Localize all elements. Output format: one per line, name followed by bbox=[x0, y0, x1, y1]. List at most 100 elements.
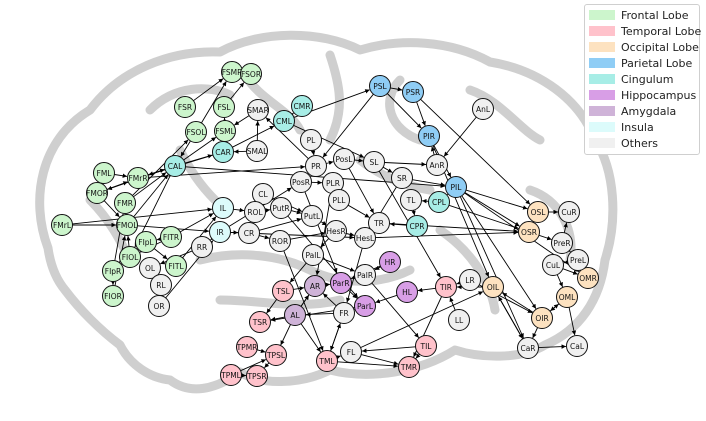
node-circle bbox=[116, 214, 138, 236]
edge-CPL-OSR bbox=[448, 204, 519, 230]
edge-ROR-HesR bbox=[290, 231, 326, 240]
edge-FR-TML bbox=[330, 322, 341, 351]
node-IL: IL bbox=[212, 197, 234, 219]
node-label: FMOL bbox=[117, 221, 139, 230]
edge-CaR-OIL bbox=[498, 296, 524, 340]
legend-item: Cingulum bbox=[589, 71, 695, 87]
edge-FIOL-FMOL bbox=[126, 235, 131, 247]
node-circle bbox=[300, 129, 322, 151]
node-label: TIR bbox=[439, 283, 452, 292]
node-FMOL: FMOL bbox=[116, 214, 139, 236]
node-label: CAL bbox=[168, 162, 183, 171]
node-PosR: PosR bbox=[290, 171, 312, 193]
edge-TIL-TMR bbox=[415, 353, 421, 359]
node-label: FITR bbox=[163, 233, 179, 242]
edge-PR-PosL bbox=[326, 160, 334, 165]
node-PL: PL bbox=[300, 129, 322, 151]
node-circle bbox=[354, 227, 376, 249]
legend-swatch bbox=[589, 42, 615, 52]
node-circle bbox=[301, 205, 323, 227]
node-FMOR: FMOR bbox=[86, 182, 108, 204]
node-PSL: PSL bbox=[369, 75, 391, 97]
node-circle bbox=[135, 231, 157, 253]
node-label: TPMR bbox=[236, 343, 258, 352]
edge-PIL-OIR bbox=[461, 195, 537, 310]
edge-PL-PR bbox=[310, 150, 316, 156]
node-label: OMR bbox=[579, 274, 597, 283]
node-ParR: ParR bbox=[330, 272, 352, 294]
node-FSL: FSL bbox=[213, 96, 235, 118]
node-AnL: AnL bbox=[472, 98, 494, 120]
node-label: PSR bbox=[406, 88, 421, 97]
node-circle bbox=[265, 344, 287, 366]
node-label: OML bbox=[559, 293, 576, 302]
node-label: FITL bbox=[168, 262, 184, 271]
node-label: PL bbox=[307, 136, 317, 145]
node-circle bbox=[291, 95, 313, 117]
edge-TIR-HL bbox=[417, 287, 436, 293]
edge-FSOL-CAL bbox=[180, 140, 191, 157]
node-circle bbox=[333, 148, 355, 170]
node-PutR: PutR bbox=[270, 197, 292, 219]
node-circle bbox=[418, 125, 440, 147]
edge-TML-FL bbox=[335, 355, 341, 360]
node-label: FR bbox=[339, 309, 349, 318]
node-circle bbox=[174, 96, 196, 118]
node-circle bbox=[415, 335, 437, 357]
node-TIR: TIR bbox=[435, 276, 457, 298]
node-TMR: TMR bbox=[398, 356, 420, 378]
node-circle bbox=[185, 121, 207, 143]
node-circle bbox=[368, 212, 390, 234]
node-HesR: HesR bbox=[325, 220, 347, 242]
edge-AL-TML bbox=[300, 323, 322, 353]
edge-HesL-OSR bbox=[375, 230, 519, 239]
node-label: PalL bbox=[305, 251, 321, 260]
node-circle bbox=[325, 220, 347, 242]
node-label: PosL bbox=[336, 155, 354, 164]
node-circle bbox=[246, 140, 268, 162]
edge-SL-AnR bbox=[384, 162, 427, 167]
node-label: TSL bbox=[275, 287, 290, 296]
node-label: TPML bbox=[220, 371, 242, 380]
edge-FITR-IL bbox=[179, 213, 214, 233]
edge-CuL-OML bbox=[556, 274, 564, 288]
node-label: FML bbox=[97, 169, 113, 178]
node-FSML: FSML bbox=[214, 120, 236, 142]
node-TSL: TSL bbox=[272, 280, 294, 302]
node-FIOL: FIOL bbox=[119, 246, 141, 268]
node-label: PLL bbox=[333, 196, 347, 205]
node-PIR: PIR bbox=[418, 125, 440, 147]
node-circle bbox=[369, 75, 391, 97]
node-FSOR: FSOR bbox=[240, 63, 262, 85]
node-circle bbox=[93, 162, 115, 184]
node-label: ParR bbox=[332, 279, 349, 288]
node-circle bbox=[119, 246, 141, 268]
edge-PalL-TSL bbox=[289, 262, 307, 283]
node-label: IR bbox=[216, 228, 223, 237]
node-label: LR bbox=[465, 276, 474, 285]
node-AR: AR bbox=[304, 275, 326, 297]
node-circle bbox=[472, 98, 494, 120]
node-label: TR bbox=[373, 219, 384, 228]
node-circle bbox=[556, 286, 578, 308]
node-label: FIOR bbox=[104, 292, 122, 301]
node-circle bbox=[391, 167, 413, 189]
edge-ROR-TML bbox=[283, 250, 324, 351]
node-PosL: PosL bbox=[333, 148, 355, 170]
node-label: FSOR bbox=[241, 70, 261, 79]
node-label: OIR bbox=[535, 314, 548, 323]
node-circle bbox=[212, 141, 234, 163]
node-label: CML bbox=[276, 117, 293, 126]
legend-item: Insula bbox=[589, 119, 695, 135]
edge-CAR-CML bbox=[232, 125, 275, 148]
edge-PutR-PutL bbox=[291, 209, 302, 215]
node-circle bbox=[448, 309, 470, 331]
edge-LL-TIR bbox=[449, 297, 456, 311]
edge-PSL-PIR bbox=[386, 93, 422, 129]
edge-CuL-OMR bbox=[562, 268, 578, 275]
node-FIOR: FIOR bbox=[102, 285, 124, 307]
legend-item: Hippocampus bbox=[589, 87, 696, 103]
node-PreR: PreR bbox=[551, 232, 573, 254]
node-AnR: AnR bbox=[426, 154, 448, 176]
